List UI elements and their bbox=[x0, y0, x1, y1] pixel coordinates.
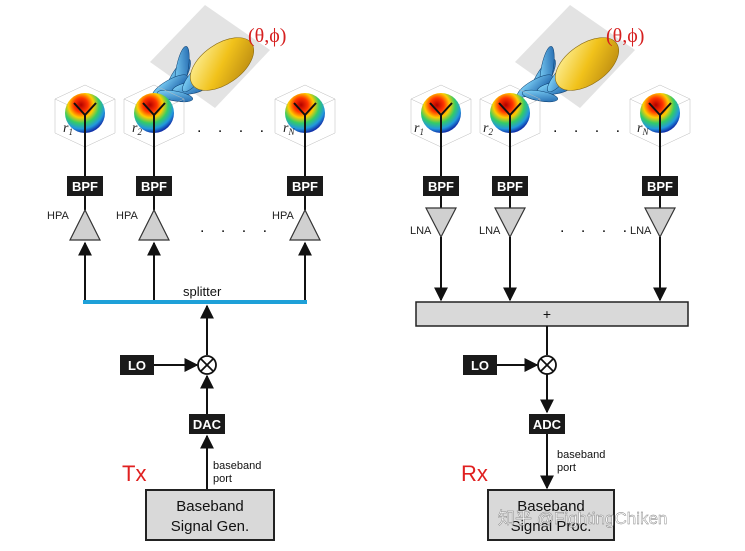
tx-splitter-bar bbox=[83, 300, 307, 304]
rx-port-label-line1: baseband bbox=[557, 449, 605, 461]
tx-radiation-pattern: (θ,ϕ) bbox=[150, 5, 286, 108]
tx-bpf-2-label: BPF bbox=[141, 179, 167, 194]
tx-bpf-1-label: BPF bbox=[72, 179, 98, 194]
rx-baseband-box: Baseband Signal Proc. bbox=[487, 489, 615, 541]
tx-section: (θ,ϕ) r1 r2 rN . . . . BPF BP bbox=[47, 5, 336, 541]
rx-lo-label: LO bbox=[471, 358, 489, 373]
antenna-icon bbox=[648, 102, 672, 125]
tx-hpa-2 bbox=[138, 208, 170, 241]
tx-dac-label: DAC bbox=[193, 417, 222, 432]
rx-lna-1 bbox=[425, 207, 457, 239]
rx-bpf-2: BPF bbox=[492, 176, 528, 196]
rx-combiner-label: + bbox=[543, 306, 551, 322]
rx-bpf-n-label: BPF bbox=[647, 179, 673, 194]
antenna-icon bbox=[73, 102, 97, 125]
rx-feed-lines bbox=[440, 125, 661, 208]
rx-baseband-line2: Signal Proc. bbox=[511, 518, 592, 535]
rx-lna-n bbox=[644, 207, 676, 239]
tx-antenna-1 bbox=[54, 84, 116, 148]
tx-bpf-1: BPF bbox=[67, 176, 103, 196]
tx-hpa-amplifiers bbox=[69, 208, 321, 241]
tx-hpa-1 bbox=[69, 208, 101, 241]
rx-angle-label: (θ,ϕ) bbox=[606, 25, 644, 47]
rx-mixer bbox=[537, 355, 557, 375]
tx-baseband-line2: Signal Gen. bbox=[171, 518, 249, 535]
tx-antenna-n bbox=[274, 84, 336, 148]
tx-antenna-n-label: rN bbox=[283, 121, 295, 137]
tx-hpa-n-label: HPA bbox=[272, 210, 294, 222]
rx-adc-label: ADC bbox=[533, 417, 562, 432]
rx-lna-n-label: LNA bbox=[630, 225, 652, 237]
rx-adc: ADC bbox=[529, 414, 565, 434]
rx-bpf-n: BPF bbox=[642, 176, 678, 196]
rx-bpf-1-label: BPF bbox=[428, 179, 454, 194]
rx-lna-amplifiers bbox=[425, 207, 676, 239]
rx-bpf-2-label: BPF bbox=[497, 179, 523, 194]
tx-bpf-2: BPF bbox=[136, 176, 172, 196]
rx-baseband-line1: Baseband bbox=[517, 498, 585, 515]
rx-lna-2 bbox=[494, 207, 526, 239]
tx-angle-label: (θ,ϕ) bbox=[248, 25, 286, 47]
rx-antenna-array: r1 r2 rN . . . . bbox=[410, 84, 691, 148]
rx-antenna-2-label: r2 bbox=[483, 121, 493, 137]
tx-bpf-n: BPF bbox=[287, 176, 323, 196]
watermark: 知乎 @FightingChiken bbox=[498, 509, 667, 528]
tx-port-label-line1: baseband bbox=[213, 460, 261, 472]
rx-label: Rx bbox=[461, 461, 488, 486]
tx-label: Tx bbox=[122, 461, 146, 486]
tx-baseband-line1: Baseband bbox=[176, 498, 244, 515]
tx-antenna-2-label: r2 bbox=[132, 121, 142, 137]
rx-port-label-line2: port bbox=[557, 462, 576, 474]
tx-dac: DAC bbox=[189, 414, 225, 434]
rx-amp-ellipsis: . . . . bbox=[560, 219, 633, 236]
tx-antenna-1-label: r1 bbox=[63, 121, 73, 137]
tx-feed-lines bbox=[84, 125, 306, 210]
rx-lna-2-label: LNA bbox=[479, 225, 501, 237]
tx-lo-label: LO bbox=[128, 358, 146, 373]
rx-antenna-2 bbox=[479, 84, 541, 148]
rx-radiation-pattern: (θ,ϕ) bbox=[515, 5, 644, 108]
rx-antenna-1-label: r1 bbox=[414, 121, 424, 137]
antenna-icon bbox=[498, 102, 522, 125]
rx-combiner-bar: + bbox=[415, 301, 689, 327]
tx-mixer bbox=[197, 355, 217, 375]
rx-antenna-n-label: rN bbox=[637, 121, 649, 137]
tx-antenna-array: r1 r2 rN . . . . bbox=[54, 84, 336, 148]
rx-section: (θ,ϕ) r1 r2 rN . . . . BPF BPF bbox=[410, 5, 691, 541]
antenna-icon bbox=[142, 102, 166, 125]
tx-port-label-line2: port bbox=[213, 473, 232, 485]
rx-antenna-n bbox=[629, 84, 691, 148]
tx-amp-ellipsis: . . . . bbox=[200, 219, 273, 236]
tx-splitter-label: splitter bbox=[183, 284, 222, 299]
tx-hpa-1-label: HPA bbox=[47, 210, 69, 222]
tx-bpf-n-label: BPF bbox=[292, 179, 318, 194]
tx-baseband-box: Baseband Signal Gen. bbox=[145, 489, 275, 541]
tx-hpa-2-label: HPA bbox=[116, 210, 138, 222]
antenna-icon bbox=[293, 102, 317, 125]
rx-bpf-1: BPF bbox=[423, 176, 459, 196]
tx-antenna-ellipsis: . . . . bbox=[197, 119, 270, 136]
tx-lo: LO bbox=[120, 355, 154, 375]
tx-hpa-n bbox=[289, 208, 321, 241]
antenna-icon bbox=[429, 102, 453, 125]
rx-antenna-ellipsis: . . . . bbox=[553, 119, 626, 136]
rx-lo: LO bbox=[463, 355, 497, 375]
rx-lna-1-label: LNA bbox=[410, 225, 432, 237]
tx-antenna-2 bbox=[123, 84, 185, 148]
rx-antenna-1 bbox=[410, 84, 472, 148]
